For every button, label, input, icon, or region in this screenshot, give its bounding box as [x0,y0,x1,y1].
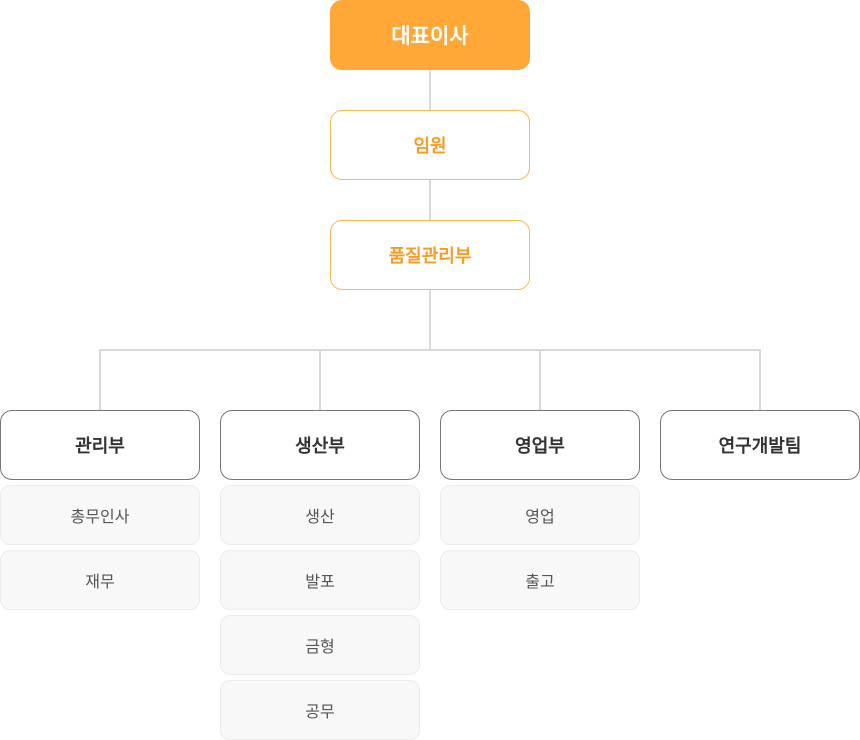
connector-executive-quality [429,180,431,220]
team-sales-sales: 영업 [440,485,640,545]
ceo-box: 대표이사 [330,0,530,70]
dept-production: 생산부 [220,410,420,480]
connector-quality-branch [429,290,431,350]
team-production-manufacturing: 생산 [220,485,420,545]
dept-admin: 관리부 [0,410,200,480]
quality-dept-box: 품질관리부 [330,220,530,290]
team-production-mold: 금형 [220,615,420,675]
team-production-engineering: 공무 [220,680,420,740]
team-sales-shipping: 출고 [440,550,640,610]
connector-production [319,349,321,410]
team-production-foaming: 발포 [220,550,420,610]
team-admin-general-hr: 총무인사 [0,485,200,545]
executive-box: 임원 [330,110,530,180]
dept-rnd: 연구개발팀 [660,410,860,480]
connector-rnd [759,349,761,410]
dept-sales: 영업부 [440,410,640,480]
connector-admin [99,349,101,410]
team-admin-finance: 재무 [0,550,200,610]
connector-sales [539,349,541,410]
connector-horizontal [99,349,761,351]
connector-ceo-executive [429,70,431,110]
